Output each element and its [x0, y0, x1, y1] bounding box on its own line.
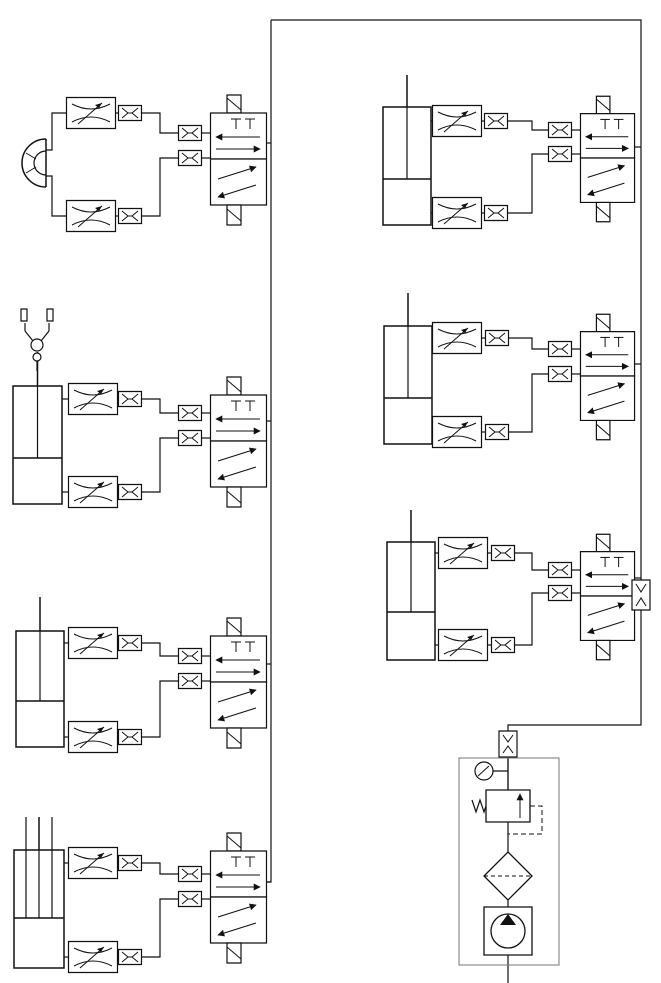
gripper-jaw — [47, 309, 53, 321]
gauge-needle — [478, 766, 489, 776]
gripper-jaw — [21, 309, 27, 321]
flow-control-valve-icon — [67, 720, 119, 754]
pipe — [46, 176, 66, 216]
gripper-icon — [21, 309, 53, 371]
fitting-icon — [490, 544, 516, 562]
flow-control-valve-icon — [437, 536, 489, 570]
flow-control-valve-icon — [67, 940, 119, 974]
fitting-icon — [177, 647, 203, 665]
spring-icon — [472, 800, 486, 812]
compressor-arrow — [500, 914, 516, 925]
fitting-icon — [483, 112, 509, 130]
fitting-icon — [117, 634, 143, 652]
vacuum-cup-icon — [22, 139, 46, 187]
supply-unit-frame — [459, 758, 559, 965]
fitting-icon — [547, 145, 573, 163]
fitting-icon — [117, 948, 143, 966]
pipe — [46, 113, 66, 150]
solenoid-valve-icon — [211, 618, 267, 748]
vacuum-cup-lip — [26, 153, 36, 159]
cylinder-icon — [387, 510, 435, 660]
fitting-icon — [177, 124, 203, 142]
fitting-icon — [117, 854, 143, 872]
flow-control-valve-icon — [67, 846, 119, 880]
guided-cylinder-icon — [14, 817, 64, 968]
gripper-arm — [41, 331, 49, 341]
pipe — [142, 643, 178, 656]
pipe — [142, 863, 178, 874]
vacuum-cup-lip — [26, 167, 36, 173]
fitting-icon — [483, 204, 509, 222]
solenoid-valve-icon — [580, 534, 634, 660]
flow-control-valve-icon — [431, 415, 483, 449]
solenoid-valve-icon — [211, 377, 267, 507]
gripper-cylinder-icon — [13, 352, 62, 504]
flow-control-valve-icon — [67, 382, 119, 416]
fitting-icon — [177, 865, 203, 883]
fitting-icon — [177, 149, 203, 167]
fitting-icon — [547, 365, 573, 383]
gripper-joint — [33, 353, 41, 361]
fitting-icon — [490, 636, 516, 654]
pipe — [515, 593, 548, 645]
pressure-regulator-icon — [486, 790, 530, 822]
pipe — [142, 113, 178, 133]
solenoid-valve-icon — [211, 833, 267, 963]
pipe — [142, 399, 178, 413]
fitting-icon — [117, 104, 143, 122]
fitting-icon — [117, 483, 143, 501]
fitting-icon — [117, 207, 143, 225]
gripper-pivot — [31, 339, 43, 351]
components — [13, 75, 650, 974]
fitting-icon — [547, 340, 573, 358]
fitting-icon — [117, 728, 143, 746]
pipe — [515, 553, 548, 570]
main-supply-left — [267, 20, 271, 882]
pipe — [142, 158, 178, 216]
vacuum-cup-inner — [34, 151, 46, 175]
fitting-icon — [547, 561, 573, 579]
fitting-icon — [547, 584, 573, 602]
flow-control-valve-icon — [431, 104, 483, 138]
solenoid-valve-icon — [580, 96, 634, 222]
main-supply-top — [271, 20, 641, 578]
solenoid-valve-icon — [211, 95, 267, 225]
pipe — [142, 681, 178, 737]
flow-control-valve-icon — [431, 196, 483, 230]
fitting-icon — [177, 429, 203, 447]
flow-control-valve-icon — [67, 475, 119, 509]
inline-fitting-icon — [632, 580, 650, 610]
flow-control-valve-icon — [431, 321, 483, 355]
pipe — [509, 374, 548, 432]
pipe — [508, 154, 548, 213]
flow-control-valve-icon — [437, 628, 489, 662]
cylinder-icon — [16, 597, 64, 747]
cylinder-icon — [384, 293, 432, 444]
fitting-icon — [547, 121, 573, 139]
solenoid-valve-icon — [580, 314, 634, 440]
pipe — [508, 121, 548, 130]
pipe — [509, 338, 548, 349]
supply-fitting-icon — [499, 731, 517, 757]
flow-control-valve-icon — [67, 626, 119, 660]
fitting-icon — [484, 329, 510, 347]
pipe-network — [46, 20, 641, 983]
fitting-icon — [484, 423, 510, 441]
fitting-icon — [177, 890, 203, 908]
gripper-arm — [25, 331, 33, 341]
fitting-icon — [177, 404, 203, 422]
vacuum-cup-outer — [22, 139, 46, 187]
fitting-icon — [177, 672, 203, 690]
flow-control-valve-icon — [65, 199, 117, 233]
pilot-line — [508, 806, 542, 834]
pipe — [142, 899, 178, 957]
fitting-icon — [117, 390, 143, 408]
flow-control-valve-icon — [65, 96, 117, 130]
pipe — [142, 438, 178, 492]
cylinder-icon — [383, 75, 431, 225]
